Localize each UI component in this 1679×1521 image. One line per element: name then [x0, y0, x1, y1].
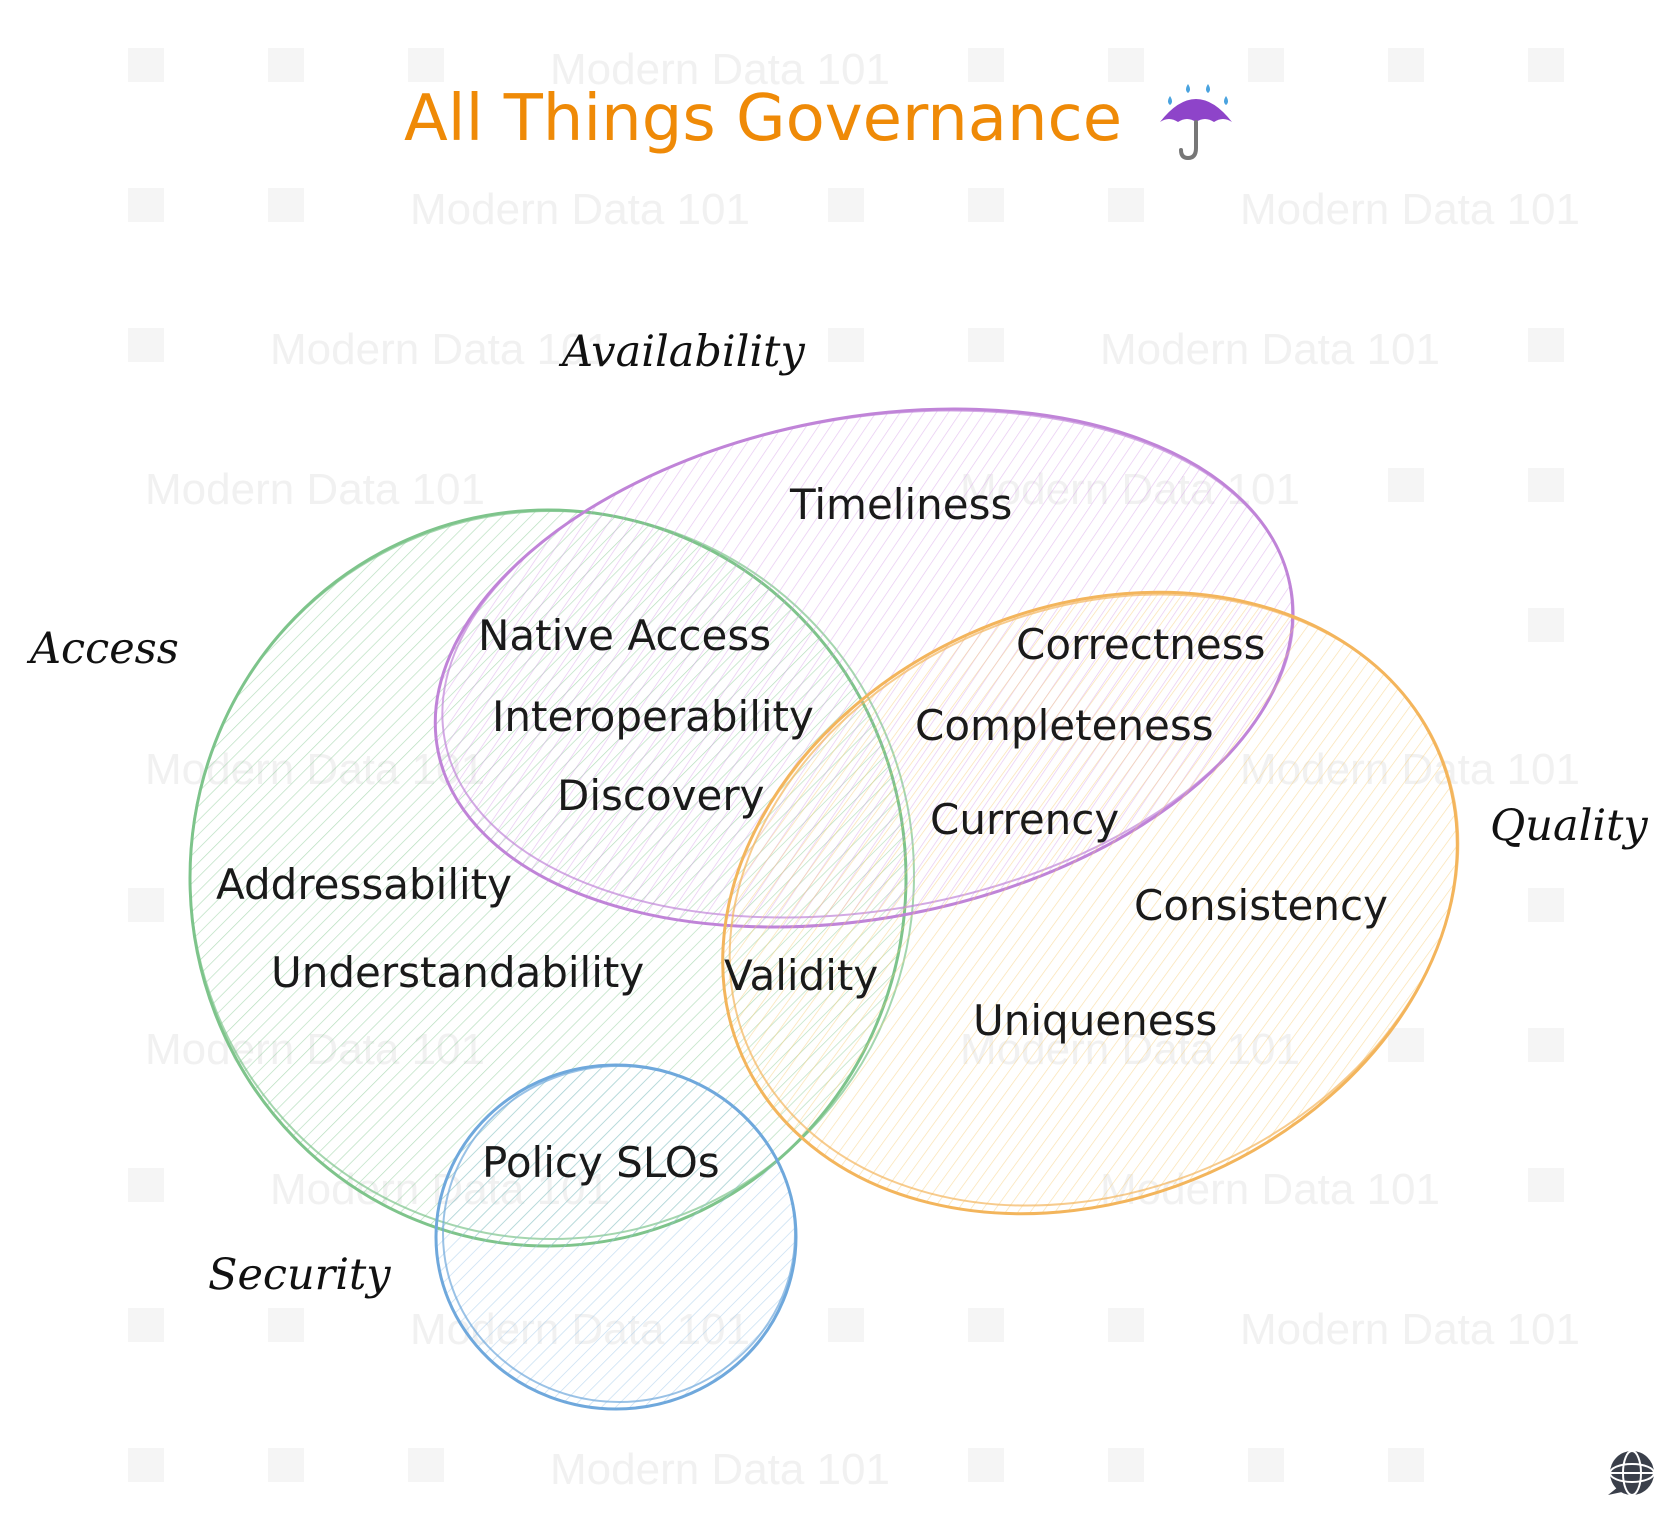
- watermark-square: [1528, 608, 1564, 642]
- watermark-square: [1248, 1448, 1284, 1482]
- term-consistency: Consistency: [1134, 881, 1388, 930]
- set-label-access: Access: [26, 624, 179, 674]
- watermark-square: [1108, 48, 1144, 82]
- term-timeliness: Timeliness: [789, 480, 1012, 529]
- watermark-square: [1388, 1448, 1424, 1482]
- watermark-square: [828, 1308, 864, 1342]
- term-native-access: Native Access: [478, 611, 771, 660]
- watermark-square: [128, 188, 164, 222]
- watermark-text: Modern Data 101: [1240, 1305, 1580, 1354]
- watermark-text: Modern Data 101: [410, 185, 750, 234]
- watermark-square: [268, 1448, 304, 1482]
- watermark-square: [1108, 188, 1144, 222]
- term-validity: Validity: [724, 951, 878, 1000]
- set-label-security: Security: [208, 1250, 391, 1300]
- term-policy-slos: Policy SLOs: [482, 1138, 720, 1187]
- umbrella-with-rain-icon: [1160, 84, 1232, 161]
- watermark-square: [1388, 1028, 1424, 1062]
- watermark-square: [128, 328, 164, 362]
- term-uniqueness: Uniqueness: [973, 996, 1217, 1045]
- watermark-square: [408, 48, 444, 82]
- watermark-square: [1528, 48, 1564, 82]
- set-label-availability: Availability: [558, 327, 805, 377]
- watermark-text: Modern Data 101: [1240, 185, 1580, 234]
- watermark-square: [1528, 888, 1564, 922]
- watermark-text: Modern Data 101: [1100, 325, 1440, 374]
- watermark-square: [128, 1448, 164, 1482]
- term-addressability: Addressability: [216, 860, 512, 909]
- page-title: All Things Governance: [404, 82, 1122, 156]
- watermark-square: [128, 48, 164, 82]
- watermark-text: Modern Data 101: [270, 325, 610, 374]
- watermark-square: [968, 1308, 1004, 1342]
- watermark-square: [1388, 48, 1424, 82]
- watermark-square: [268, 48, 304, 82]
- globe-chat-logo-icon: [1608, 1450, 1655, 1496]
- set-security-outline: [434, 1063, 798, 1411]
- watermark-square: [128, 888, 164, 922]
- watermark-square: [1528, 328, 1564, 362]
- watermark-square: [1528, 1168, 1564, 1202]
- term-understandability: Understandability: [271, 948, 644, 997]
- watermark-square: [968, 188, 1004, 222]
- watermark-square: [268, 1308, 304, 1342]
- set-quality-fill: [722, 592, 1458, 1214]
- set-security: [434, 1063, 798, 1411]
- term-currency: Currency: [930, 795, 1119, 844]
- watermark-square: [968, 328, 1004, 362]
- watermark-square: [828, 328, 864, 362]
- watermark-square: [268, 188, 304, 222]
- watermark-text: Modern Data 101: [550, 45, 890, 94]
- watermark-square: [968, 1448, 1004, 1482]
- watermark-square: [1528, 468, 1564, 502]
- watermark-square: [1528, 1028, 1564, 1062]
- set-security-fill: [436, 1065, 796, 1409]
- set-quality-outline-sketch: [728, 593, 1460, 1207]
- term-completeness: Completeness: [915, 701, 1214, 750]
- term-discovery: Discovery: [557, 771, 765, 820]
- watermark-square: [828, 188, 864, 222]
- watermark-text: Modern Data 101: [145, 465, 485, 514]
- watermark-text: Modern Data 101: [550, 1445, 890, 1494]
- watermark-square: [1108, 1448, 1144, 1482]
- set-quality: [721, 590, 1460, 1216]
- watermark-square: [128, 1168, 164, 1202]
- term-interoperability: Interoperability: [492, 692, 814, 741]
- watermark-square: [128, 1308, 164, 1342]
- term-correctness: Correctness: [1016, 620, 1266, 669]
- watermark-square: [968, 48, 1004, 82]
- set-label-quality: Quality: [1490, 801, 1648, 851]
- watermark-square: [1248, 48, 1284, 82]
- watermark-square: [1388, 468, 1424, 502]
- watermark-square: [1108, 1308, 1144, 1342]
- set-security-outline-sketch: [442, 1065, 796, 1403]
- watermark-square: [408, 1448, 444, 1482]
